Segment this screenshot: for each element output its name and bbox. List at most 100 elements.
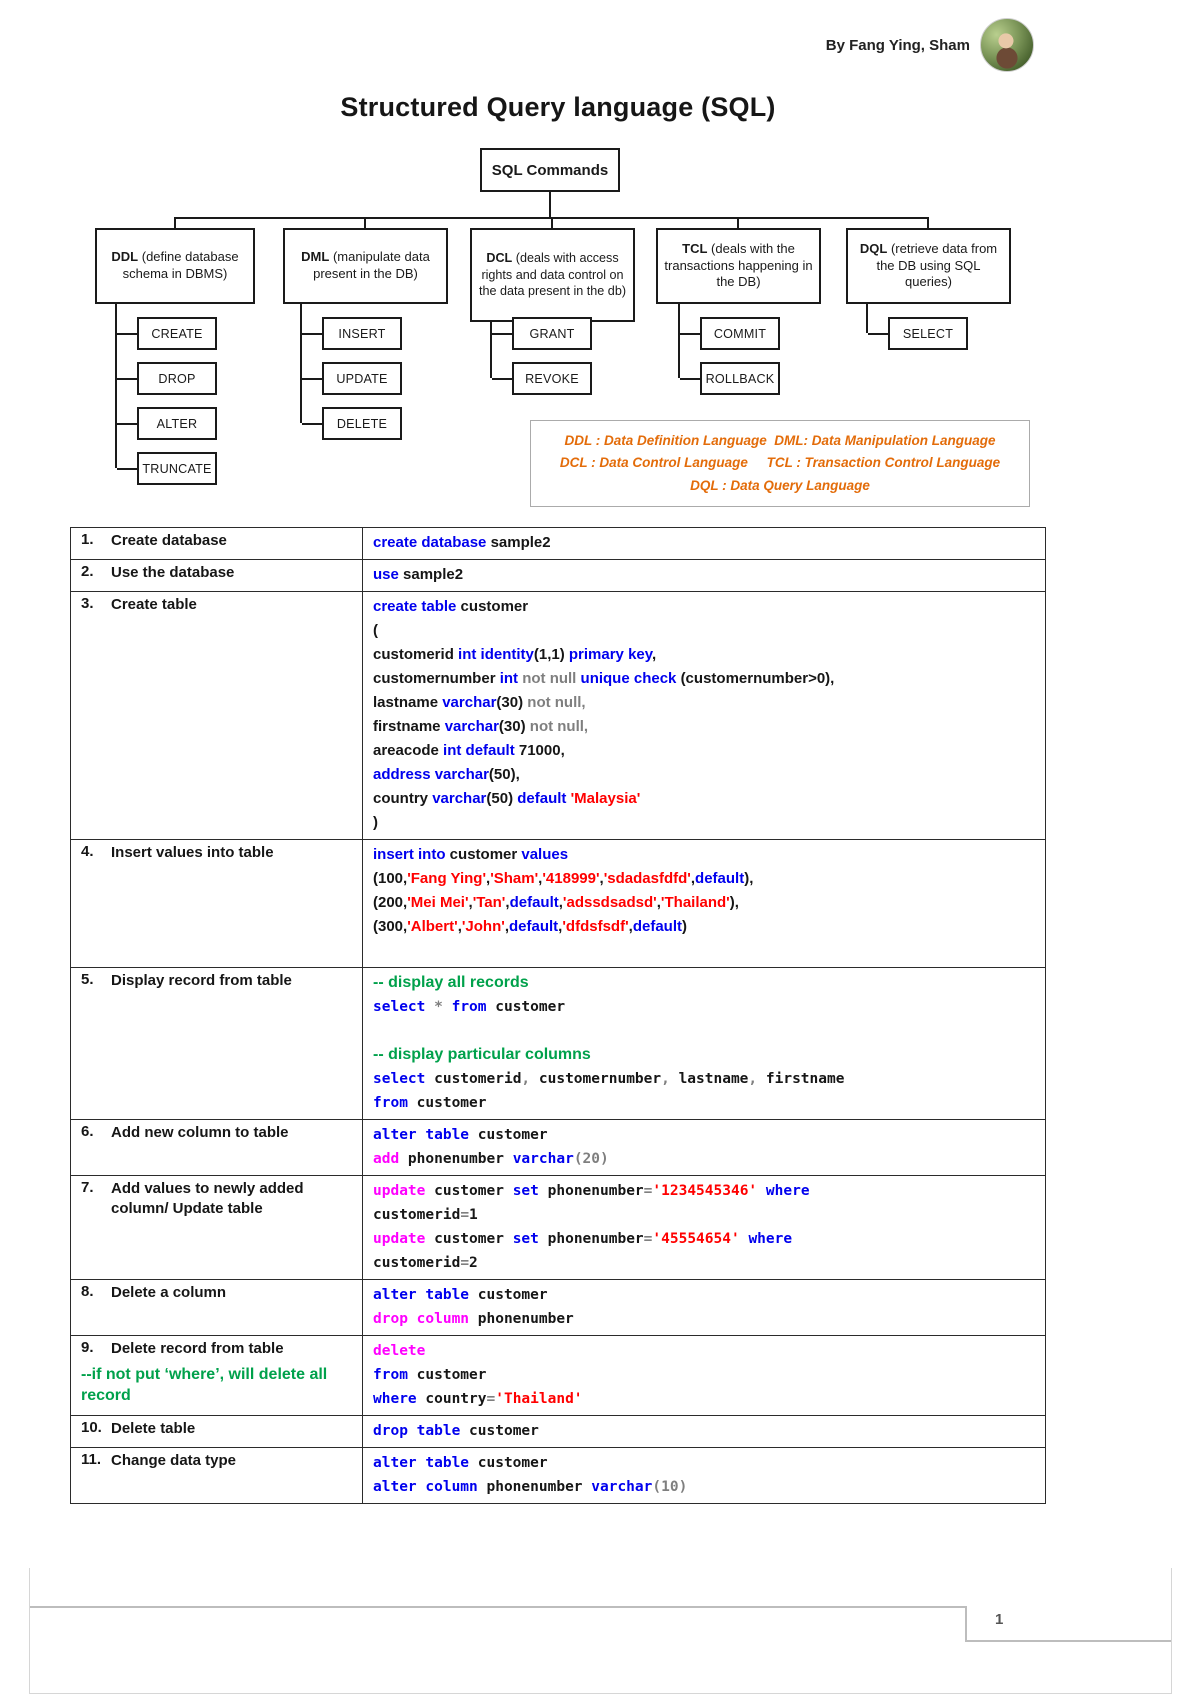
code-token: '418999' [542, 870, 600, 887]
command-node-update: UPDATE [302, 362, 402, 395]
branch-node-dcl: DCL (deals with access rights and data c… [470, 228, 635, 322]
row-number: 11. [81, 1451, 102, 1468]
code-token: create database [373, 534, 487, 551]
code-token: , [468, 894, 473, 911]
code-token: = [486, 1391, 496, 1407]
code-token: phonenumber [469, 1311, 574, 1327]
code-token: lastname [373, 694, 443, 711]
task-label-cell: 7.Add values to newly added column/ Upda… [70, 1175, 363, 1280]
code-token: 71000, [518, 742, 565, 759]
code-token: 'dfdsfsdf' [562, 918, 629, 935]
row-number: 10. [81, 1419, 102, 1436]
code-token: firstname [373, 718, 445, 735]
code-token: 'sdadasfdfd' [603, 870, 691, 887]
code-token: (50) [486, 790, 518, 807]
branch-desc: (deals with access rights and data contr… [478, 251, 627, 299]
code-token: (30) [498, 718, 526, 735]
branch-node-dml: DML (manipulate data present in the DB) [283, 228, 448, 304]
code-line: address varchar(50), [373, 763, 1035, 787]
table-row: 9.Delete record from table--if not put ‘… [70, 1335, 1046, 1416]
code-token: (300, [373, 918, 408, 935]
code-line: (200,'Mei Mei','Tan',default,'adssdsadsd… [373, 891, 1035, 915]
sql-code-cell: drop table customer [362, 1415, 1046, 1448]
code-token: , [690, 870, 696, 887]
footer-rule [965, 1640, 1172, 1642]
table-row: 10.Delete table drop table customer [70, 1415, 1046, 1448]
code-token: (100, [373, 870, 408, 887]
connector-line [300, 304, 302, 423]
code-line: from customer [373, 1363, 1035, 1387]
command-node-delete: DELETE [302, 407, 402, 440]
code-token: customer [486, 999, 566, 1015]
code-token: from [451, 999, 487, 1015]
sql-code-cell: create database sample2 [362, 527, 1046, 560]
diagram-root-node: SQL Commands [480, 148, 620, 192]
code-token: , [504, 918, 509, 935]
task-label: Change data type [111, 1452, 237, 1469]
branch-desc: (manipulate data present in the DB) [313, 249, 430, 281]
code-token: 'John' [461, 918, 505, 935]
command-node-alter: ALTER [117, 407, 217, 440]
task-label: Delete record from table [111, 1340, 284, 1357]
task-label-cell: 3.Create table [70, 591, 363, 840]
code-line: ) [373, 811, 1035, 835]
code-line: drop column phonenumber [373, 1307, 1035, 1331]
task-label-cell: 10.Delete table [70, 1415, 363, 1448]
code-token: customer [469, 1127, 548, 1143]
legend-line: DDL : Data Definition Language DML: Data… [564, 433, 996, 448]
code-token: customerid [373, 1207, 461, 1223]
code-line: firstname varchar(30) not null, [373, 715, 1035, 739]
row-number: 2. [81, 563, 94, 580]
code-token: 'Malaysia' [570, 790, 641, 807]
code-token: 'adssdsadsd' [562, 894, 657, 911]
code-token: 'Albert' [407, 918, 458, 935]
code-token: from [373, 1095, 408, 1111]
table-row: 5.Display record from table-- display al… [70, 967, 1046, 1120]
connector-line [927, 217, 929, 228]
row-number: 9. [81, 1339, 94, 1356]
code-token: customer [407, 1367, 487, 1383]
code-token: country [373, 790, 433, 807]
branch-title: DQL [859, 240, 888, 256]
connector-line [364, 217, 366, 228]
branch-node-ddl: DDL (define database schema in DBMS) [95, 228, 255, 304]
code-line: drop table customer [373, 1419, 1035, 1443]
code-token: from [373, 1367, 408, 1383]
page-border [29, 1693, 1172, 1694]
command-node-commit: COMMIT [680, 317, 780, 350]
page-border [29, 1568, 30, 1694]
command-node-select: SELECT [868, 317, 968, 350]
connector-line [678, 304, 680, 378]
connector-line [866, 304, 868, 333]
code-token: , [486, 870, 491, 887]
code-token: where [739, 1231, 793, 1247]
code-token: = [643, 1183, 653, 1199]
code-token: 1 [469, 1207, 478, 1223]
code-line: alter table customer [373, 1283, 1035, 1307]
code-token: phonenumber [477, 1479, 592, 1495]
connector-line [549, 192, 551, 217]
code-token: 'Tan' [472, 894, 506, 911]
code-token: drop column [373, 1311, 470, 1327]
code-line: select * from customer [373, 995, 1035, 1019]
code-token: lastname [678, 1071, 749, 1087]
code-token: (20) [573, 1151, 609, 1167]
code-token: customer [469, 1455, 548, 1471]
code-token: address varchar [373, 766, 489, 783]
code-token: default [695, 870, 745, 887]
row-number: 8. [81, 1283, 94, 1300]
connector-line [737, 217, 739, 228]
task-label: Display record from table [111, 972, 292, 989]
code-token: , [558, 894, 563, 911]
code-token: unique check [580, 670, 681, 687]
code-token: ), [744, 870, 754, 887]
